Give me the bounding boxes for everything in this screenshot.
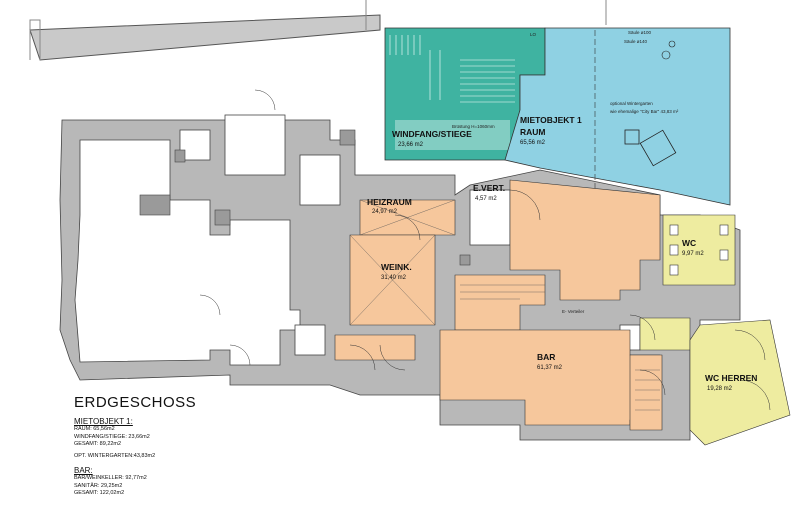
label-bar-area: 61,37 m2 <box>537 365 563 371</box>
wc-fixtures <box>669 224 729 276</box>
label-evert-name: E.VERT. <box>473 183 505 193</box>
legend-mietobjekt-line: GESAMT: 89,22m2 <box>74 441 122 447</box>
note-everteiler: E- Verteiler <box>562 309 585 314</box>
door-swings <box>199 89 771 411</box>
annotations: Säule ø100 Säule ø140 LO optional Winter… <box>452 30 679 314</box>
room-labels: WINDFANG/STIEGE 23,66 m2 MIETOBJEKT 1 RA… <box>367 115 757 392</box>
label-wcherren-name: WC HERREN <box>705 373 757 383</box>
legend-bar-line: GESAMT: 122,02m2 <box>74 490 125 496</box>
label-mietobjekt-name2: RAUM <box>520 127 546 137</box>
yellow-rooms <box>639 214 791 446</box>
legend-mietobjekt-line: RAUM: 65,56m2 <box>74 426 115 432</box>
label-windfang-name: WINDFANG/STIEGE <box>392 129 472 139</box>
stair-lines-upper <box>389 35 515 103</box>
room-windfang <box>384 27 546 161</box>
room-wcherren <box>689 319 791 446</box>
label-heizraum-area: 24,97 m2 <box>372 209 398 215</box>
label-heizraum-name: HEIZRAUM <box>367 197 412 207</box>
room-small-orange <box>334 334 416 361</box>
orange-room-lines <box>349 199 660 411</box>
room-upper-bar <box>509 179 661 301</box>
label-bar-name: BAR <box>537 352 555 362</box>
legend-mietobjekt-line: WINDFANG/STIEGE: 23,66m2 <box>74 433 150 440</box>
exterior-lines <box>29 0 607 61</box>
legend-bar-heading: BAR: <box>74 466 93 475</box>
label-wcherren-area: 19,28 m2 <box>707 386 733 392</box>
note-bruestung: Brüstung H=1060mm <box>452 124 495 129</box>
legend-bar-line: BAR/WEINKELLER: 92,77m2 <box>74 475 147 481</box>
note-wintergarten2: wie ehemalige "City Bar" 43,83 m² <box>610 109 679 114</box>
label-windfang-area: 23,66 m2 <box>398 142 424 148</box>
label-mietobjekt-area: 65,56 m2 <box>520 140 546 146</box>
label-mietobjekt-name1: MIETOBJEKT 1 <box>520 115 582 125</box>
room-wc <box>662 214 736 286</box>
label-wc-area: 9,97 m2 <box>682 251 704 257</box>
label-weink-name: WEINK. <box>381 262 412 272</box>
note-saeule1: Säule ø100 <box>628 30 652 35</box>
legend-bar-line: SANITÄR: 29,25m2 <box>74 482 123 489</box>
note-saeule2: Säule ø140 <box>624 39 648 44</box>
room-bar-stair <box>629 354 663 431</box>
legend: ERDGESCHOSS MIETOBJEKT 1: RAUM: 65,56m2 … <box>74 394 304 498</box>
legend-title: ERDGESCHOSS <box>74 394 197 411</box>
label-wc-name: WC <box>682 238 696 248</box>
label-evert-area: 4,57 m2 <box>475 196 497 202</box>
note-wintergarten1: optional Wintergarten <box>610 101 653 106</box>
legend-mietobjekt-heading: MIETOBJEKT 1: <box>74 417 133 426</box>
room-mietobjekt <box>504 27 731 206</box>
room-wc-small <box>639 317 691 351</box>
legend-wintergarten-line: OPT. WINTERGARTEN:43,83m2 <box>74 452 156 459</box>
note-lo: LO <box>530 32 537 37</box>
label-weink-area: 31,40 m2 <box>381 275 407 281</box>
